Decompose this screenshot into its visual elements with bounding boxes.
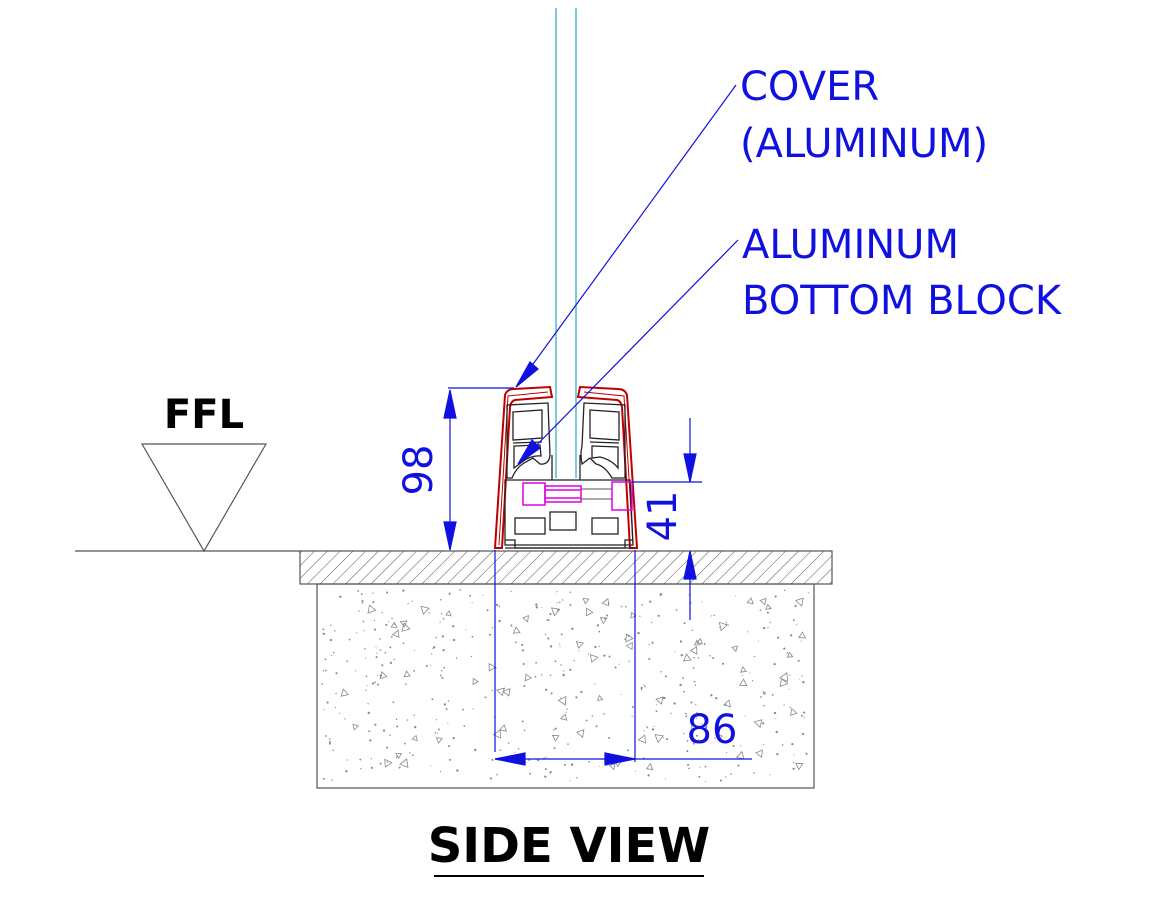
concrete-speckle [321, 589, 809, 782]
cover-label-line2: (ALUMINUM) [740, 121, 988, 167]
cover-label-line1: COVER [740, 64, 879, 110]
bolt [522, 481, 633, 511]
aluminum-bottom-block [504, 402, 634, 549]
ffl-triangle [140, 443, 268, 553]
glass-panel [555, 8, 577, 478]
dimension-86-label: 86 [687, 707, 738, 753]
bolt-shaft [581, 488, 612, 500]
cover-leader [515, 84, 737, 388]
dimension-86 [494, 550, 752, 766]
bottom-block-label-line1: ALUMINUM [742, 222, 959, 268]
dimension-98 [443, 387, 514, 551]
dimension-98-label: 98 [396, 445, 442, 496]
bottom-block-label-line2: BOTTOM BLOCK [742, 278, 1063, 324]
concrete-foundation [316, 583, 815, 789]
dimension-41 [632, 418, 702, 620]
view-title: SIDE VIEW [428, 818, 711, 874]
ffl-label: FFL [164, 392, 244, 438]
dimension-41-label: 41 [640, 491, 686, 542]
cover-inner-lines [498, 391, 634, 546]
screed-layer [299, 550, 833, 585]
bottom-block-leader [517, 239, 739, 465]
